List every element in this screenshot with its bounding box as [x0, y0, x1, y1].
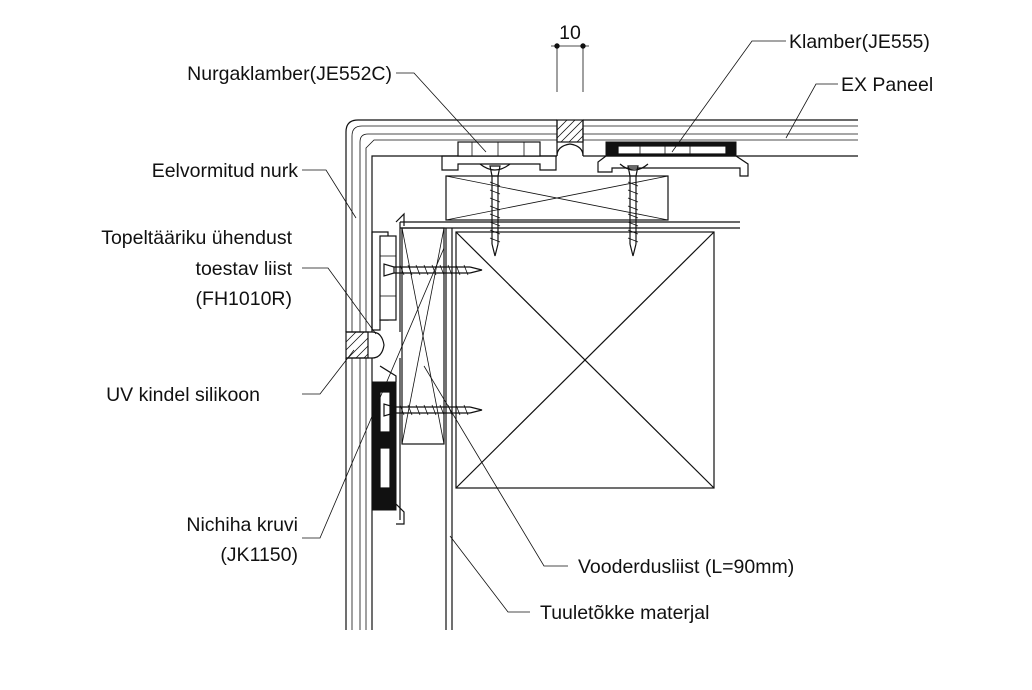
timber-stud: [455, 231, 715, 489]
corner-clip-je552c: [441, 141, 557, 171]
ex-panel: [582, 119, 858, 157]
label-wind-barrier: Tuuletõkke materjal: [540, 602, 709, 624]
sealant-joint-left: [345, 331, 385, 359]
joint-strip-fh1010r: [371, 212, 405, 331]
screw-top-right: [627, 165, 639, 257]
top-furring-strip: [445, 175, 669, 221]
label-ex-panel: EX Paneel: [841, 74, 933, 96]
label-screw-line1: Nichiha kruvi: [186, 514, 298, 536]
screw-top-left: [489, 165, 501, 257]
screw-middle-left: [383, 263, 483, 277]
label-screw-line2: (JK1150): [220, 544, 298, 566]
dimension-text: 10: [559, 22, 581, 44]
frame-lines: [399, 221, 740, 630]
label-corner-clip: Nurgaklamber(JE552C): [187, 63, 392, 85]
clip-je555: [597, 141, 749, 177]
dimension-10: 10: [551, 22, 589, 92]
label-joint-strip-line2: toestav liist: [196, 258, 293, 280]
left-furring-strip: [401, 227, 445, 445]
sealant-joint-top: [556, 119, 584, 157]
label-uv-silicone: UV kindel silikoon: [106, 384, 260, 406]
label-furring-strip: Vooderdusliist (L=90mm): [578, 556, 794, 578]
screw-lower-left: [383, 403, 483, 417]
lower-vertical-panel: [345, 357, 373, 630]
label-joint-strip-line1: Topeltääriku ühendust: [101, 227, 292, 249]
lower-left-clip: [371, 365, 405, 525]
label-clip: Klamber(JE555): [789, 31, 930, 53]
label-preformed-corner: Eelvormitud nurk: [152, 160, 299, 182]
label-joint-strip-line3: (FH1010R): [196, 288, 292, 310]
leader-lines: [302, 40, 838, 613]
